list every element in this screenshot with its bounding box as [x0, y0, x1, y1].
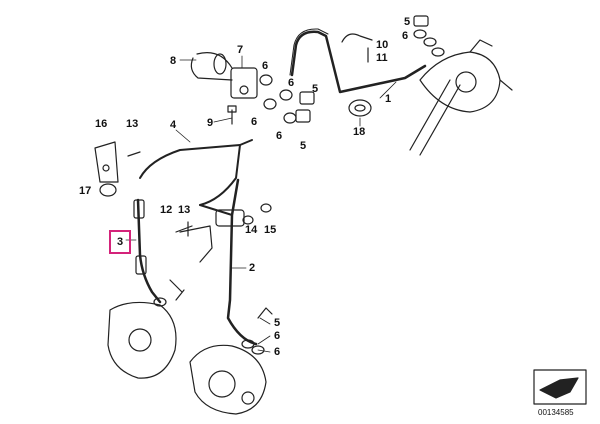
top-right-fittings: [341, 15, 445, 63]
hose-bracket: [175, 203, 272, 263]
callout-7: 7: [237, 44, 244, 56]
callout-17: 17: [79, 185, 92, 197]
callout-6a: 6: [402, 30, 409, 42]
callout-5c: 5: [300, 140, 307, 152]
bracket: [94, 141, 141, 197]
callout-8: 8: [170, 55, 177, 67]
callout-5b: 5: [312, 83, 319, 95]
callout-13b: 13: [178, 204, 191, 216]
brake-line-2: [199, 178, 258, 346]
callout-11: 11: [376, 52, 388, 64]
callout-6g: 6: [274, 346, 281, 358]
brake-line-4: [139, 139, 253, 206]
callout-6e: 6: [276, 130, 283, 142]
center-caliper: [189, 307, 273, 415]
callout-6b: 6: [262, 60, 269, 72]
callout-14: 14: [245, 224, 258, 236]
leader-lines: [125, 55, 397, 353]
callout-4: 4: [170, 119, 177, 131]
callout-10: 10: [376, 39, 389, 51]
brake-hose-1: [289, 28, 427, 94]
arrow-icon: [533, 369, 587, 405]
callout-1: 1: [385, 93, 392, 105]
callout-9: 9: [207, 117, 214, 129]
callout-13a: 13: [126, 118, 139, 130]
callout-2: 2: [249, 262, 256, 274]
brake-hose-3: [133, 198, 162, 304]
callout-3-highlighted: 3: [109, 230, 132, 254]
left-caliper: [107, 279, 185, 379]
callout-15: 15: [264, 224, 277, 236]
callout-16: 16: [95, 118, 108, 130]
callout-18: 18: [353, 126, 366, 138]
callout-6d: 6: [251, 116, 258, 128]
top-caliper: [409, 39, 513, 156]
callout-6c: 6: [288, 77, 295, 89]
catalog-number: 00134585: [538, 408, 574, 417]
callout-12: 12: [160, 204, 173, 216]
distribution-block: [190, 52, 315, 125]
grommet: [348, 99, 372, 117]
callout-5a: 5: [404, 16, 411, 28]
callout-6f: 6: [274, 330, 281, 342]
callout-5d: 5: [274, 317, 281, 329]
